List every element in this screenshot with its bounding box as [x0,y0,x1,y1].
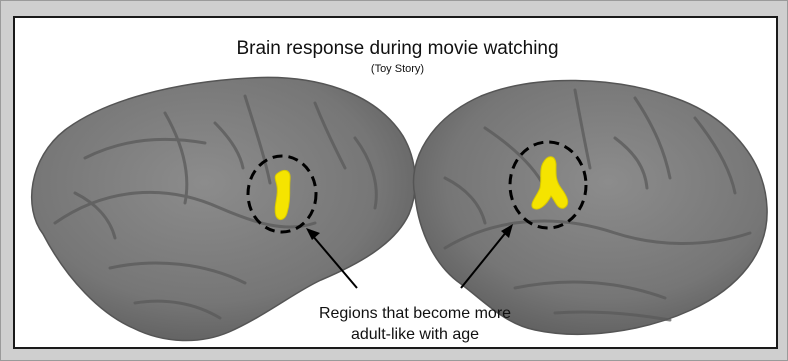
figure-title: Brain response during movie watching [15,38,778,60]
right-hemisphere [413,80,767,334]
figure-subtitle: (Toy Story) [15,63,778,75]
caption-line-1: Regions that become more [265,303,565,324]
left-hemisphere [32,77,416,340]
caption-line-2: adult-like with age [265,324,565,345]
figure-caption: Regions that become more adult-like with… [265,303,565,345]
figure-panel: Brain response during movie watching (To… [13,16,778,349]
